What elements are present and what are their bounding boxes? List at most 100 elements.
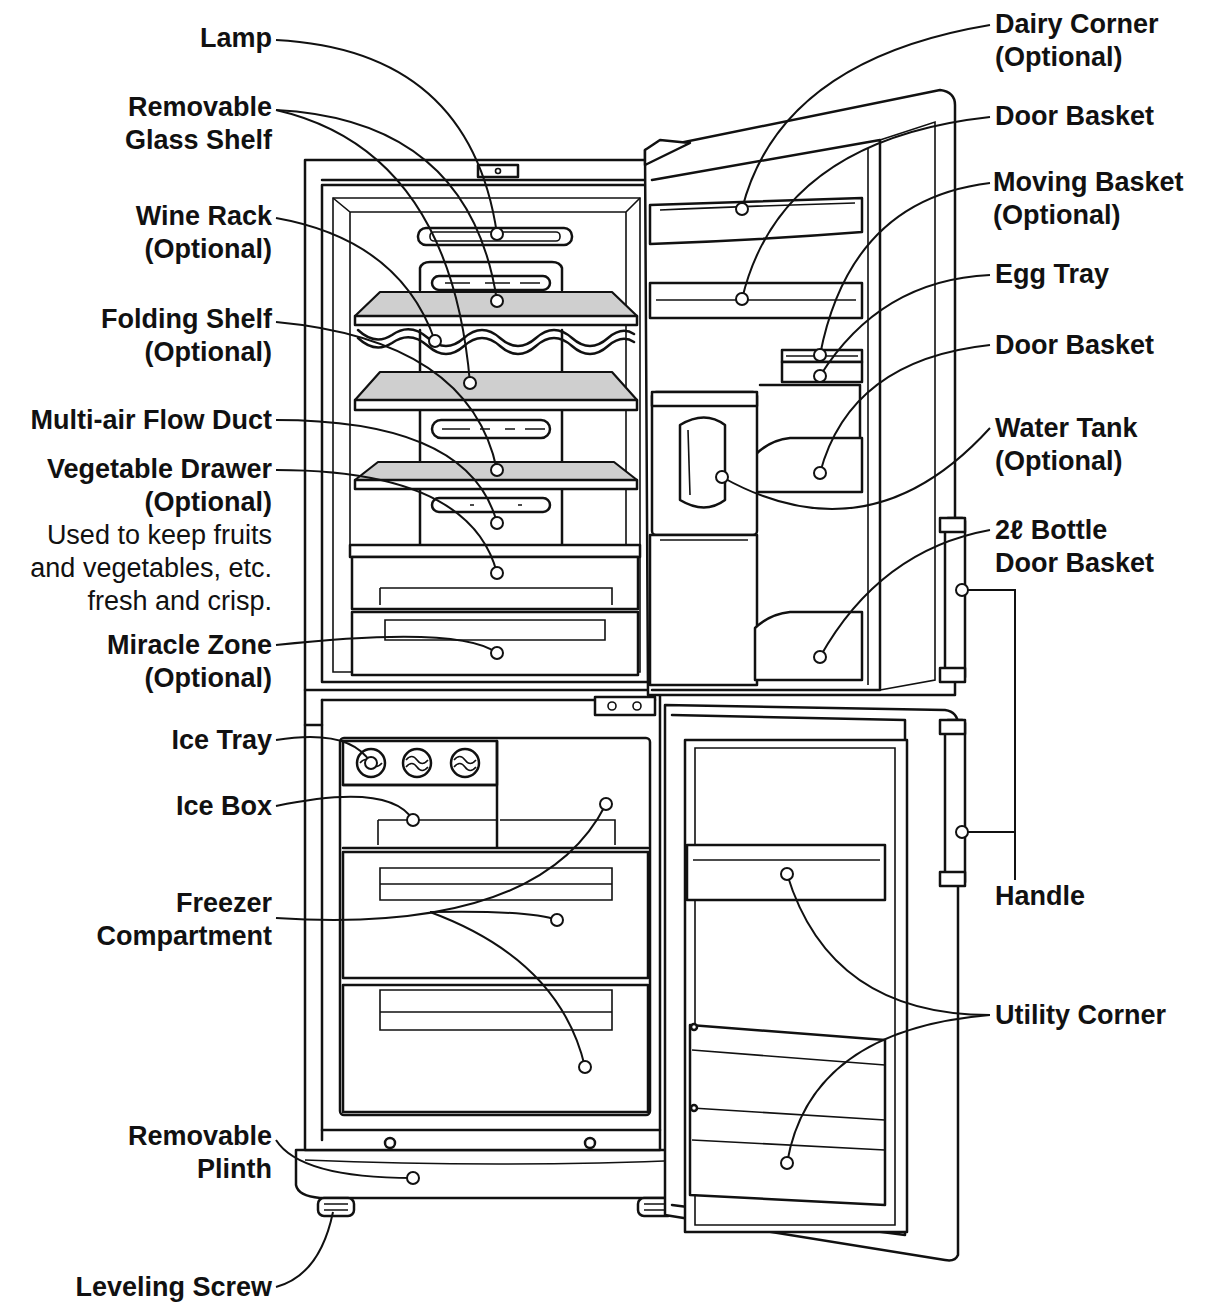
leader-dots-shape [736, 293, 748, 305]
freezer-door-shape [692, 1050, 885, 1150]
control-panel [595, 697, 655, 715]
leader-dots-shape [491, 464, 503, 476]
fridge-door-shape [755, 612, 862, 680]
freezer-compartment [322, 738, 660, 1148]
leader-lines-shape [276, 322, 497, 470]
part-label: Leveling Screw [12, 1271, 272, 1304]
fridge-door-shape [688, 430, 690, 495]
leader-lines-shape [276, 637, 497, 653]
leader-lines-shape [276, 797, 413, 820]
freezer-door [665, 705, 958, 1260]
lamp-and-duct-shape [470, 504, 522, 506]
leader-dots-shape [365, 757, 377, 769]
plinth-shape [318, 1198, 354, 1216]
leader-dots-shape [491, 228, 503, 240]
part-label: Wine Rack (Optional) [92, 200, 272, 266]
plinth-shape [324, 1204, 668, 1210]
cabinet-shape [333, 198, 640, 545]
cabinet-shape [496, 169, 501, 174]
lamp-and-duct-shape [418, 228, 572, 245]
leader-lines-shape [276, 218, 435, 341]
glass-shelves-shape [355, 400, 637, 410]
fridge-door-shape [867, 148, 869, 685]
freezer-compartment-shape [340, 738, 650, 1115]
leader-dots [365, 203, 968, 1184]
freezer-compartment-shape [385, 1138, 395, 1148]
leader-dots-shape [956, 826, 968, 838]
leader-dots-shape [407, 1172, 419, 1184]
cabinet-shape [478, 165, 518, 177]
leader-lines-shape [742, 25, 990, 209]
freezer-compartment-shape [585, 1138, 595, 1148]
part-label: Miracle Zone (Optional) [72, 629, 272, 695]
freezer-compartment-shape [322, 1129, 660, 1132]
part-label: Dairy Corner (Optional) [995, 8, 1195, 74]
freezer-compartment-shape [343, 741, 497, 785]
lamp-and-duct-shape [420, 262, 562, 290]
part-label: Lamp [72, 22, 272, 55]
fridge-door-shape [755, 438, 862, 492]
miracle-zone-shape [352, 612, 638, 675]
part-label: Egg Tray [995, 258, 1195, 291]
fridge-door-shape [656, 299, 856, 301]
freezer-compartment-shape [360, 757, 476, 771]
leader-lines-shape [787, 874, 990, 1015]
part-label: Door Basket [995, 100, 1205, 133]
fridge-door-shape [660, 539, 748, 541]
cabinet [305, 160, 660, 1150]
leader-dots-shape [491, 295, 503, 307]
lamp-and-duct-shape [442, 428, 545, 430]
leader-dots-shape [814, 370, 826, 382]
leader-dots-shape [429, 335, 441, 347]
freezer-door-shape [687, 845, 885, 900]
leader-lines-shape [276, 1140, 413, 1178]
fridge-door-shape [782, 362, 862, 382]
leader-dots-shape [407, 814, 419, 826]
freezer-door-shape [690, 1025, 885, 1205]
fridge-door-shape [650, 198, 862, 244]
leader-lines-shape [276, 804, 606, 920]
fridge-door-shape [660, 203, 855, 210]
freezer-door-shape [685, 740, 907, 1232]
miracle-zone [352, 612, 638, 675]
leader-dots-shape [491, 567, 503, 579]
part-label: Utility Corner [995, 999, 1207, 1032]
cabinet-shape [305, 160, 660, 1150]
leader-lines-shape [787, 1015, 990, 1163]
fridge-door [645, 90, 955, 695]
leader-lines-shape [820, 275, 990, 376]
lamp-and-duct-shape [445, 282, 540, 284]
part-label: Ice Tray [72, 724, 272, 757]
leader-lines-shape [820, 183, 990, 355]
freezer-door-shape [691, 1024, 697, 1030]
freezer-compartment-shape [343, 741, 648, 848]
part-label: Vegetable Drawer (Optional) [12, 453, 272, 519]
handles-shape [940, 720, 965, 734]
part-label: Multi-air Flow Duct [0, 404, 272, 437]
part-label: Moving Basket (Optional) [993, 166, 1207, 232]
leader-dots-shape [814, 349, 826, 361]
part-label: Water Tank (Optional) [995, 412, 1195, 478]
control-panel-shape [595, 697, 655, 715]
freezer-compartment-shape [343, 985, 648, 1112]
leader-lines-shape [430, 912, 585, 1067]
handles-shape [940, 872, 965, 886]
glass-shelves-shape [355, 462, 637, 480]
part-label: Freezer Compartment [67, 887, 272, 953]
leader-dots-shape [814, 651, 826, 663]
fridge-door-shape [652, 392, 757, 406]
cabinet-shape [305, 690, 660, 725]
freezer-compartment-shape [343, 852, 648, 978]
leader-lines-shape [722, 428, 990, 509]
fridge-door-shape [760, 385, 860, 440]
fridge-door-shape [880, 122, 935, 690]
leader-dots-shape [600, 798, 612, 810]
leader-dots-shape [551, 914, 563, 926]
leader-lines-shape [276, 737, 371, 763]
handles-shape [962, 590, 1015, 880]
fridge-door-shape [645, 90, 955, 695]
leader-dots-shape [781, 1157, 793, 1169]
freezer-door-shape [665, 705, 958, 1260]
lamp-and-duct-shape [432, 420, 550, 438]
